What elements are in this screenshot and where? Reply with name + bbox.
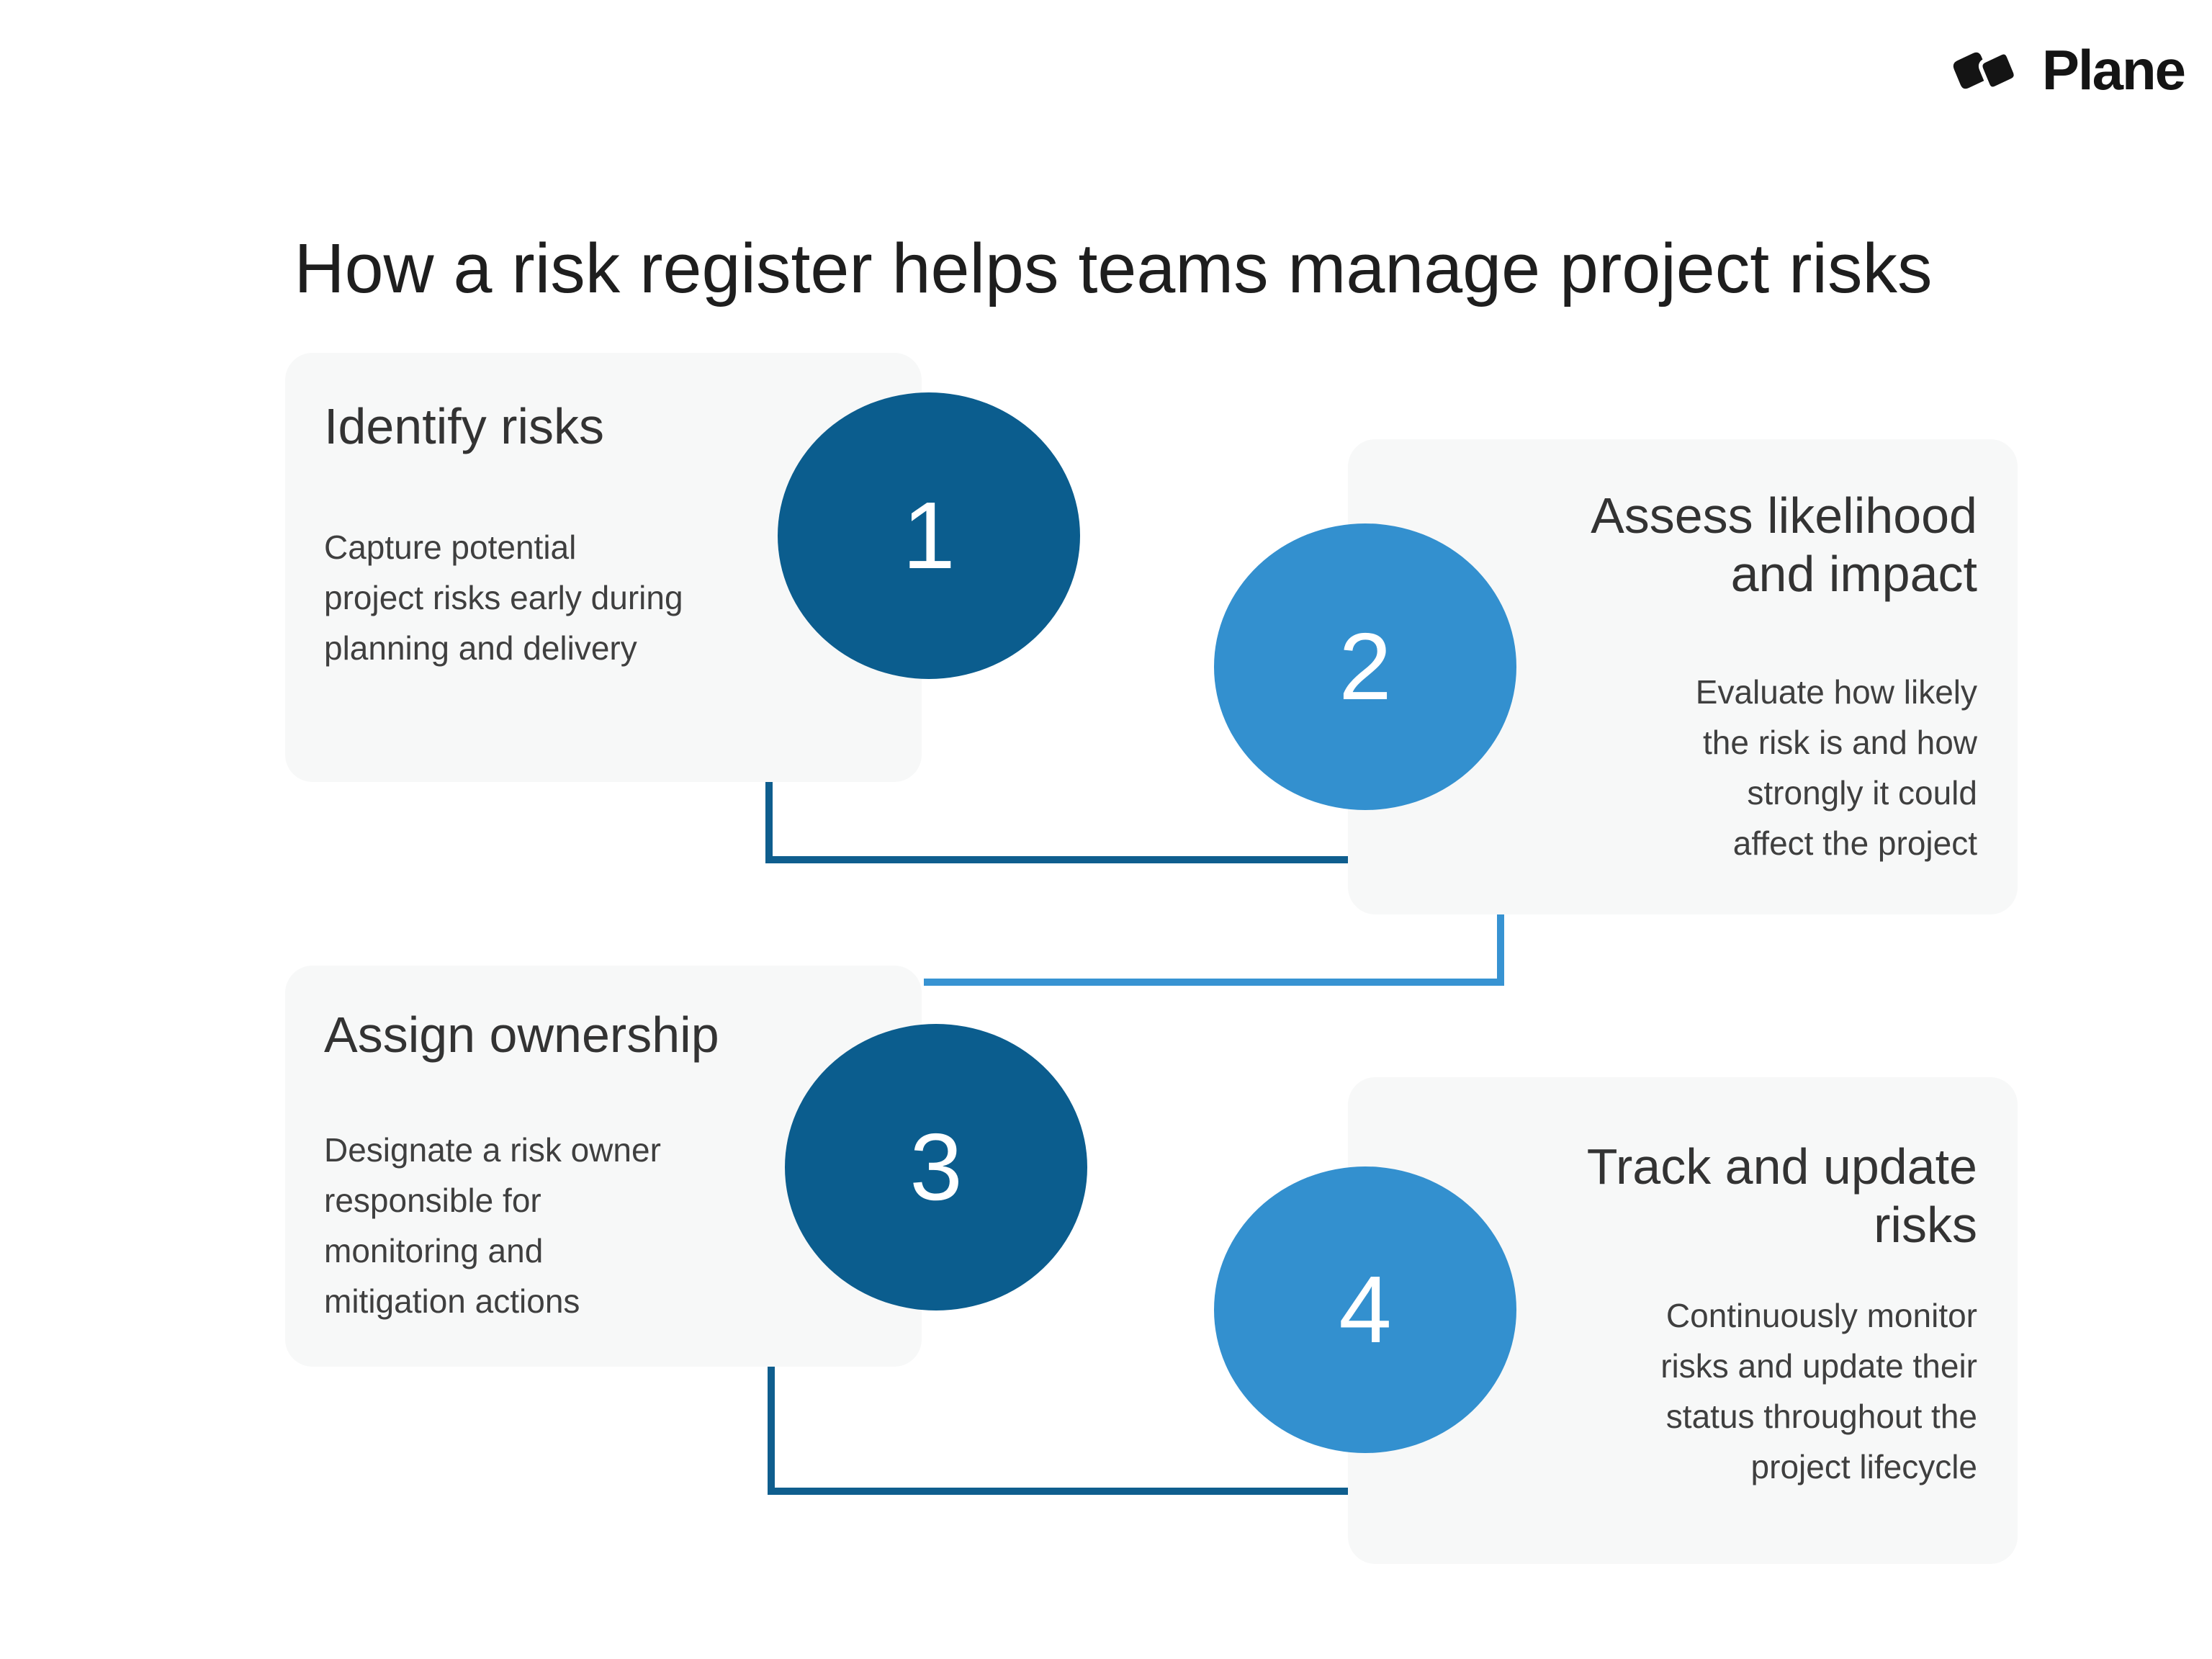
step-card-assign-ownership: Assign ownership Designate a risk owner … (285, 966, 922, 1367)
step2-heading: Assess likelihood and impact (1591, 487, 1977, 603)
step1-number: 1 (902, 482, 956, 588)
connector-step1-horizontal (765, 856, 1348, 863)
step3-heading: Assign ownership (324, 1007, 719, 1063)
page-title: How a risk register helps teams manage p… (294, 228, 1933, 307)
connector-step1-vertical (765, 778, 773, 863)
step4-number-badge: 4 (1214, 1166, 1516, 1453)
connector-step3-horizontal (768, 1488, 1357, 1495)
step3-number: 3 (909, 1114, 963, 1220)
step1-description: Capture potential project risks early du… (324, 529, 683, 667)
plane-logo-icon (1953, 50, 2018, 91)
step2-description: Evaluate how likely the risk is and how … (1695, 673, 1977, 863)
step3-number-badge: 3 (785, 1024, 1087, 1310)
step4-heading: Track and update risks (1586, 1138, 1977, 1254)
brand-name: Plane (2041, 38, 2186, 102)
step4-description: Continuously monitor risks and update th… (1660, 1297, 1977, 1486)
connector-step2-horizontal (924, 979, 1504, 986)
step4-number: 4 (1339, 1256, 1392, 1362)
step2-number: 2 (1339, 613, 1392, 719)
step3-description: Designate a risk owner responsible for m… (324, 1131, 661, 1321)
step1-number-badge: 1 (778, 392, 1080, 679)
brand-logo: Plane (1941, 37, 2186, 103)
connector-step3-vertical (768, 1367, 775, 1495)
connector-step2-vertical (1497, 912, 1504, 986)
step-card-track-update-risks: Track and update risks Continuously moni… (1348, 1077, 2018, 1564)
step1-heading: Identify risks (324, 398, 604, 454)
step2-number-badge: 2 (1214, 523, 1516, 810)
